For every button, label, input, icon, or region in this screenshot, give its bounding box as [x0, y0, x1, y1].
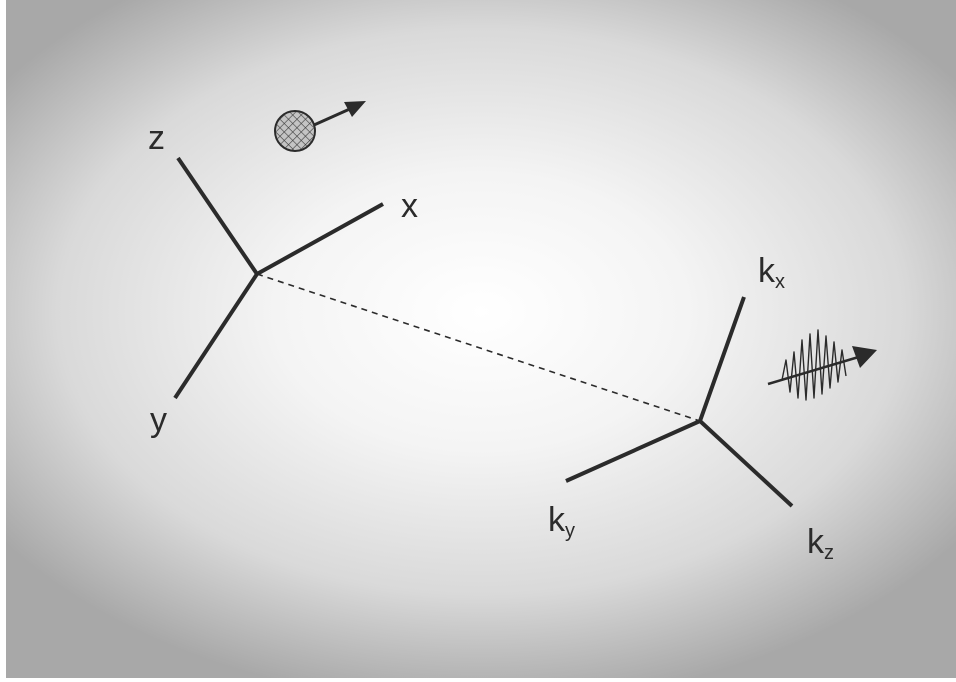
- kz-axis-line: [698, 419, 794, 508]
- ky-axis-line: [565, 419, 701, 483]
- x-axis-label: x: [401, 187, 418, 225]
- wave-packet-icon: [767, 329, 877, 401]
- kx-axis-label: kx: [758, 252, 785, 293]
- hatched-particle-icon: [274, 101, 366, 152]
- diagram-background: [6, 0, 956, 678]
- z-axis-line: [176, 156, 259, 276]
- ky-axis-label: ky: [548, 501, 575, 542]
- kz-axis-label: kz: [807, 523, 834, 564]
- z-axis-label: z: [148, 119, 165, 157]
- dashed-connector-line: [256, 273, 701, 422]
- kx-axis-line: [698, 296, 746, 422]
- real-space-axes: z x y: [148, 119, 418, 439]
- y-axis-label: y: [150, 401, 167, 439]
- reciprocal-space-axes: kx ky kz: [548, 252, 834, 564]
- y-axis-line: [173, 272, 259, 400]
- x-axis-line: [256, 202, 384, 276]
